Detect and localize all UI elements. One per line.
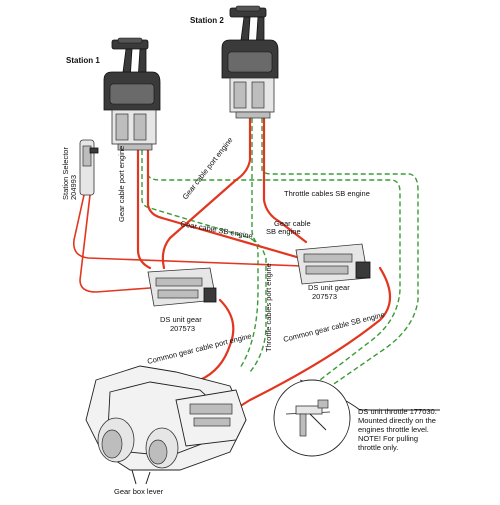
label-ds-unit-gear-right-line1: DS unit gear bbox=[308, 283, 350, 292]
station1-control bbox=[103, 37, 161, 151]
label-ds-unit-gear-left-line2: 207573 bbox=[170, 324, 195, 333]
label-ds-unit-throttle-line3: engines throttle level. bbox=[358, 425, 429, 434]
gear-cable-station2-port bbox=[161, 116, 252, 270]
station2-control bbox=[221, 5, 279, 119]
label-common-gear-cable-port: Common gear cable port engine bbox=[146, 331, 252, 366]
gear-cable-station1-sb bbox=[146, 148, 302, 260]
label-station-selector-line1: Station Selector bbox=[61, 147, 70, 200]
common-gear-cable-port bbox=[163, 298, 235, 402]
ds-unit-gear-right bbox=[295, 243, 371, 285]
selector-cable-2 bbox=[79, 194, 151, 293]
label-ds-unit-throttle-line4: NOTE! For pulling bbox=[358, 434, 418, 443]
label-ds-unit-throttle-line5: throttle only. bbox=[358, 443, 398, 452]
throttle-cable-sb-2 bbox=[261, 118, 419, 389]
label-station1: Station 1 bbox=[66, 56, 100, 65]
label-gear-cable-port-vertical: Gear cable port engine bbox=[117, 146, 126, 222]
label-ds-unit-throttle: DS unit throttle 177030. Mounted directl… bbox=[358, 407, 439, 452]
station-selector bbox=[79, 139, 99, 196]
common-gear-cable-sb bbox=[203, 266, 392, 430]
label-ds-unit-gear-right: DS unit gear 207573 bbox=[308, 283, 352, 301]
label-station-selector: Station Selector 204993 bbox=[61, 145, 78, 200]
label-gear-cable-sb-right-line2: SB engine bbox=[266, 227, 301, 236]
ds-throttle-inset bbox=[273, 379, 351, 457]
label-gear-cable-port-diagonal: Gear cable port engine bbox=[180, 136, 234, 202]
gear-cable-station2-sb bbox=[262, 116, 308, 244]
label-gear-box-lever: Gear box lever bbox=[114, 487, 164, 496]
label-gear-cable-sb: Gear cable SB engine bbox=[180, 219, 254, 241]
throttle-cable-port-2 bbox=[249, 118, 267, 373]
label-ds-unit-throttle-line1: DS unit throttle 177030. bbox=[358, 407, 437, 416]
label-ds-unit-gear-right-line2: 207573 bbox=[312, 292, 337, 301]
selector-cable bbox=[72, 194, 303, 267]
label-station-selector-line2: 204993 bbox=[69, 175, 78, 200]
throttle-cable-port-1 bbox=[141, 150, 259, 369]
label-ds-unit-throttle-line2: Mounted directly on the bbox=[358, 416, 436, 425]
label-gear-cable-sb-right: Gear cable SB engine bbox=[266, 219, 313, 236]
twin-engine-gearbox bbox=[85, 365, 247, 485]
label-gear-cable-sb-right-line1: Gear cable bbox=[274, 219, 311, 228]
label-station2: Station 2 bbox=[190, 16, 224, 25]
label-throttle-cables-sb: Throttle cables SB engine bbox=[284, 189, 370, 198]
ds-unit-gear-left bbox=[147, 267, 217, 307]
label-ds-unit-gear-left-line1: DS unit gear bbox=[160, 315, 202, 324]
label-throttle-cables-port: Throttle cables port engine bbox=[264, 263, 273, 352]
label-ds-unit-gear-left: DS unit gear 207573 bbox=[160, 315, 204, 333]
